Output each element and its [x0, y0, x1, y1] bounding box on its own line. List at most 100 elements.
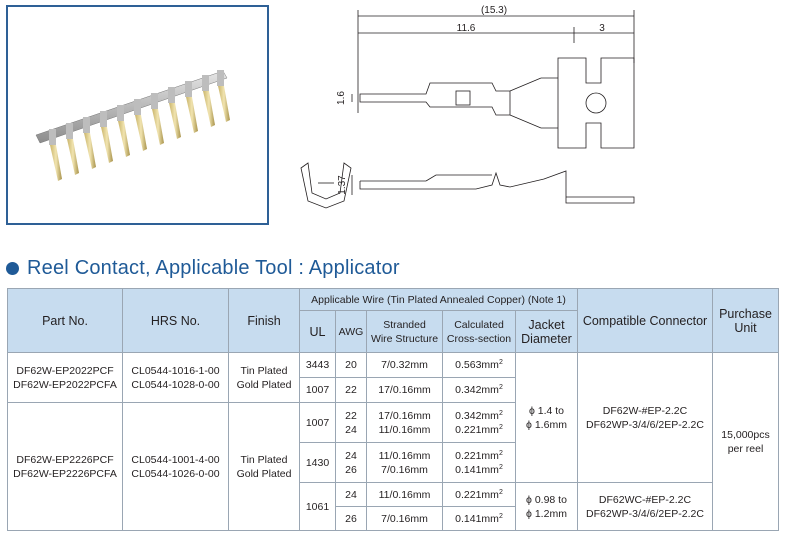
dim-tail-label: 3 [599, 23, 605, 34]
header-part-no: Part No. [7, 288, 123, 353]
hrs-no-b: CL0544-1026-0-00 [131, 467, 220, 480]
awg-cell: 26 [335, 506, 367, 531]
hrs-no-cell: CL0544-1001-4-00 CL0544-1026-0-00 [122, 402, 229, 531]
header-calculated-line1: Calculated [454, 318, 504, 331]
dim-height-top-label: 1.6 [336, 91, 347, 105]
header-jacket-line1: Jacket [528, 317, 565, 332]
finish-cell: Tin Plated Gold Plated [228, 352, 300, 403]
cross-cell: 0.563mm2 [442, 352, 516, 378]
part-no-a: DF62W-EP2226PCF [16, 453, 114, 466]
header-calculated: Calculated Cross-section [442, 310, 516, 353]
technical-drawing: (15.3) 11.6 3 1.6 1.37 [300, 5, 635, 209]
part-no-b: DF62W-EP2022PCFA [13, 378, 117, 391]
connector-2-b: DF62WP-3/4/6/2EP-2.2C [586, 507, 704, 520]
cross-value: 0.141mm [455, 512, 499, 525]
cross-unit-sup: 2 [498, 488, 503, 496]
finish-b: Gold Plated [236, 378, 292, 391]
header-purchase-line2: Unit [734, 320, 757, 335]
table-row: 26 7/0.16mm 0.141mm2 [8, 506, 779, 531]
ul-cell: 3443 [299, 352, 336, 378]
jacket-1-b: ϕ 1.6mm [526, 418, 567, 431]
reel-contact-table: Part No. HRS No. Finish Applicable Wire … [7, 288, 779, 531]
hrs-no-cell: CL0544-1016-1-00 CL0544-1028-0-00 [122, 352, 229, 403]
dim-length-label: 11.6 [457, 23, 476, 34]
jacket-2-b: ϕ 1.2mm [526, 507, 567, 520]
table-row: DF62W-EP2022PCF DF62W-EP2022PCFA CL0544-… [7, 352, 779, 531]
jacket-cell: ϕ 0.98 to ϕ 1.2mm [515, 482, 578, 531]
product-photo [6, 5, 269, 225]
header-hrs-no: HRS No. [122, 288, 229, 353]
dim-height-side-label: 1.37 [337, 175, 348, 195]
awg-cell: 24 26 [335, 442, 367, 483]
part-no-cell: DF62W-EP2022PCF DF62W-EP2022PCFA [7, 352, 123, 403]
awg-a: 24 [345, 449, 357, 462]
header-ul: UL [299, 310, 336, 353]
table-row: DF62W-EP2226PCF DF62W-EP2226PCFA CL0544-… [7, 402, 779, 531]
cross-value: 0.221mm [455, 423, 499, 436]
ul-cell: 1007 [299, 402, 336, 443]
header-stranded-line2: Wire Structure [370, 332, 439, 345]
awg-a: 22 [345, 409, 357, 422]
cross-value: 0.141mm [455, 463, 499, 476]
awg-cell: 22 [335, 377, 367, 403]
table-row: 1061 24 11/0.16mm 0.221mm2 ϕ 0.98 to ϕ 1… [8, 482, 779, 531]
strand-cell: 11/0.16mm [366, 482, 443, 507]
ul-cell: 1430 [299, 442, 336, 483]
jacket-1-a: ϕ 1.4 to [528, 404, 565, 417]
strand-cell: 17/0.16mm 11/0.16mm [366, 402, 443, 443]
strand-cell: 7/0.32mm [366, 352, 443, 378]
cross-unit-sup: 2 [498, 359, 503, 366]
cross-unit-sup: 2 [498, 409, 503, 417]
cross-value: 0.342mm [455, 384, 499, 396]
header-jacket: Jacket Diameter [515, 310, 578, 353]
hrs-no-a: CL0544-1001-4-00 [131, 453, 220, 466]
awg-cell: 20 [335, 352, 367, 378]
jacket-cell: ϕ 1.4 to ϕ 1.6mm [515, 352, 578, 483]
table-row: 1007 22 17/0.16mm 0.342mm2 [8, 377, 779, 403]
cross-value: 0.342mm [455, 409, 499, 422]
awg-b: 26 [345, 463, 357, 476]
purchase-b: per reel [727, 442, 764, 455]
awg-cell: 24 [335, 482, 367, 507]
section-heading: Reel Contact, Applicable Tool : Applicat… [6, 256, 400, 280]
header-stranded-line1: Stranded [383, 318, 426, 331]
cross-unit-sup: 2 [498, 512, 503, 520]
strand-b: 7/0.16mm [381, 463, 428, 476]
strand-cell: 7/0.16mm [366, 506, 443, 531]
strand-b: 11/0.16mm [378, 423, 431, 436]
strand-cell: 11/0.16mm 7/0.16mm [366, 442, 443, 483]
header-stranded: Stranded Wire Structure [366, 310, 443, 353]
purchase-a: 15,000pcs [721, 428, 770, 441]
part-no-cell: DF62W-EP2226PCF DF62W-EP2226PCFA [7, 402, 123, 531]
cross-unit-sup: 2 [498, 423, 503, 431]
finish-b: Gold Plated [236, 467, 292, 480]
purchase-cell: 15,000pcs per reel [712, 352, 779, 531]
cross-b: 0.141mm2 [443, 463, 515, 477]
finish-cell: Tin Plated Gold Plated [228, 402, 300, 531]
awg-b: 24 [345, 423, 357, 436]
cross-cell: 0.221mm2 0.141mm2 [442, 442, 516, 483]
cross-value: 0.221mm [455, 488, 499, 501]
part-no-b: DF62W-EP2226PCFA [13, 467, 117, 480]
header-purchase-line1: Purchase [719, 306, 772, 321]
cross-cell: 0.141mm2 [442, 506, 516, 531]
cross-a: 0.342mm2 [443, 409, 515, 423]
awg-cell: 22 24 [335, 402, 367, 443]
finish-a: Tin Plated [240, 364, 288, 377]
cross-a: 0.221mm2 [443, 449, 515, 463]
cross-value: 0.221mm [455, 449, 499, 462]
strand-cell: 17/0.16mm [366, 377, 443, 403]
connector-2-a: DF62WC-#EP-2.2C [598, 493, 692, 506]
header-purchase-unit: Purchase Unit [712, 288, 779, 353]
cross-value: 0.563mm [455, 359, 499, 371]
jacket-2-a: ϕ 0.98 to [526, 493, 567, 506]
header-applicable-wire: Applicable Wire (Tin Plated Annealed Cop… [299, 288, 578, 311]
ul-cell: 1061 [299, 482, 336, 531]
cross-cell: 0.342mm2 [442, 377, 516, 403]
reel-contact-image [35, 70, 230, 181]
strand-a: 17/0.16mm [378, 409, 431, 422]
header-awg: AWG [335, 310, 367, 353]
header-finish: Finish [228, 288, 300, 353]
cross-unit-sup: 2 [498, 463, 503, 471]
ul-cell: 1007 [299, 377, 336, 403]
